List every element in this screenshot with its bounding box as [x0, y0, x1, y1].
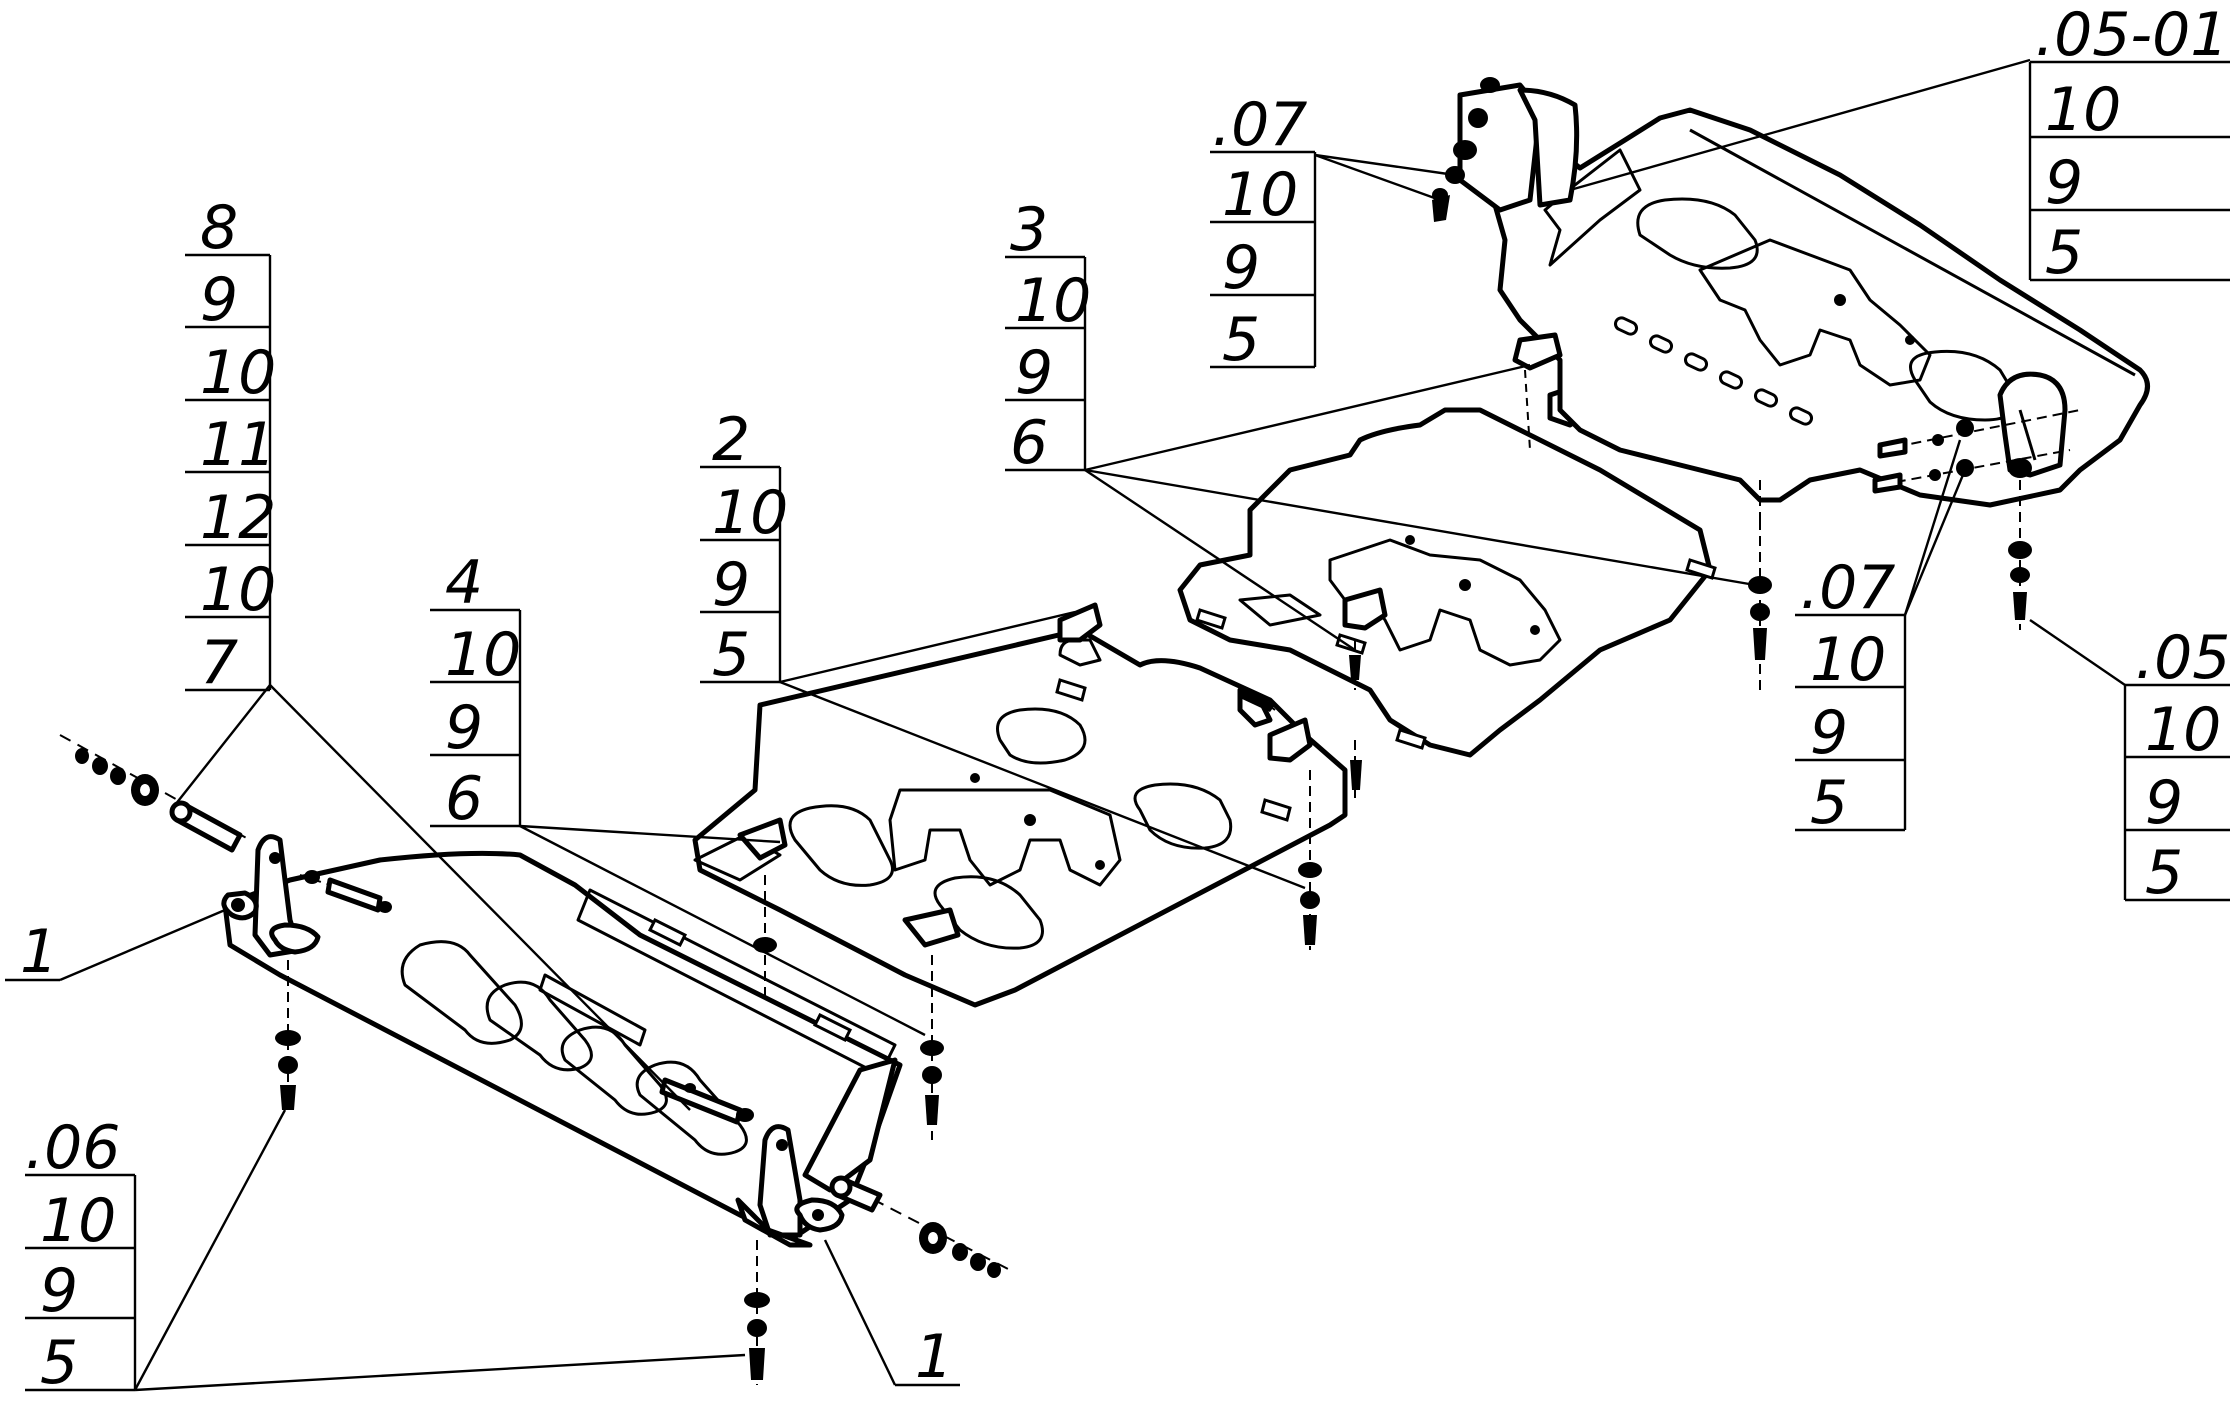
callout-07b-line-4: 5 [1810, 768, 1848, 838]
callout-8-line-2: 9 [200, 265, 238, 335]
callout-07a-line-1: .07 [1212, 90, 1307, 160]
callout-2-line-2: 10 [712, 478, 788, 548]
callout-2-line-4: 5 [712, 620, 750, 690]
callout-item-2: 2 10 9 5 [700, 405, 788, 690]
callout-0501-line-4: 5 [2045, 218, 2083, 288]
callout-3-line-1: 3 [1010, 195, 1048, 265]
callout-item-05-01: .05-01 10 9 5 [2028, 0, 2230, 288]
callout-8-line-3: 10 [200, 338, 276, 408]
callout-4-line-3: 9 [445, 693, 483, 763]
callout-3-line-4: 6 [1010, 408, 1048, 478]
callout-3-line-3: 9 [1015, 338, 1053, 408]
callout-8-line-6: 10 [200, 555, 276, 625]
callout-07b-line-2: 10 [1810, 625, 1886, 695]
callout-05-line-1: .05 [2135, 623, 2230, 693]
middle-skid-plate [692, 602, 1362, 1140]
callout-06-line-1: .06 [25, 1113, 120, 1183]
callout-06-line-4: 5 [40, 1328, 78, 1398]
rear-middle-skid-plate [1177, 382, 1772, 758]
callout-05-line-4: 5 [2145, 838, 2183, 908]
leader-lines [59, 58, 2126, 1392]
callout-item-07-top: .07 10 9 5 [1210, 90, 1317, 375]
callout-4-line-4: 6 [445, 764, 483, 834]
callout-07a-line-2: 10 [1222, 160, 1298, 230]
callout-8-line-1: 8 [200, 193, 238, 263]
callout-item-8: 8 9 10 11 12 10 7 [185, 193, 276, 698]
callout-07a-line-3: 9 [1222, 233, 1260, 303]
callout-item-05: .05 10 9 5 [2123, 623, 2230, 908]
callout-2-line-1: 2 [712, 405, 750, 475]
callout-05-line-2: 10 [2145, 695, 2221, 765]
callout-3-line-2: 10 [1015, 266, 1091, 336]
callout-8-line-7: 7 [200, 628, 238, 698]
callout-07b-line-1: .07 [1800, 553, 1895, 623]
callout-item-3: 3 10 9 6 [1005, 195, 1091, 478]
callout-4-line-1: 4 [445, 548, 483, 618]
callout-0501-line-3: 9 [2045, 148, 2083, 218]
callout-4-line-2: 10 [445, 620, 521, 690]
part-1-left-text: 1 [20, 917, 58, 987]
callout-07a-line-4: 5 [1222, 305, 1260, 375]
callout-0501-line-2: 10 [2045, 75, 2121, 145]
callout-item-4: 4 10 9 6 [430, 548, 521, 834]
rear-skid-plate [1432, 77, 2150, 630]
callout-06-line-3: 9 [40, 1256, 78, 1326]
part-1-label-bottom: 1 [895, 1322, 960, 1392]
part-1-bottom-text: 1 [915, 1322, 953, 1392]
callout-8-line-4: 11 [200, 410, 276, 480]
callout-07b-line-3: 9 [1810, 698, 1848, 768]
callout-item-07-right: .07 10 9 5 [1795, 553, 1907, 838]
callout-06-line-2: 10 [40, 1186, 116, 1256]
callout-0501-line-1: .05-01 [2035, 0, 2228, 70]
part-1-label-left: 1 [5, 917, 60, 987]
callout-item-06: .06 10 9 5 [25, 1113, 137, 1398]
callout-2-line-3: 9 [712, 550, 750, 620]
callout-8-line-5: 12 [200, 483, 276, 553]
callout-05-line-3: 9 [2145, 768, 2183, 838]
front-skid-plate [59, 734, 1011, 1385]
